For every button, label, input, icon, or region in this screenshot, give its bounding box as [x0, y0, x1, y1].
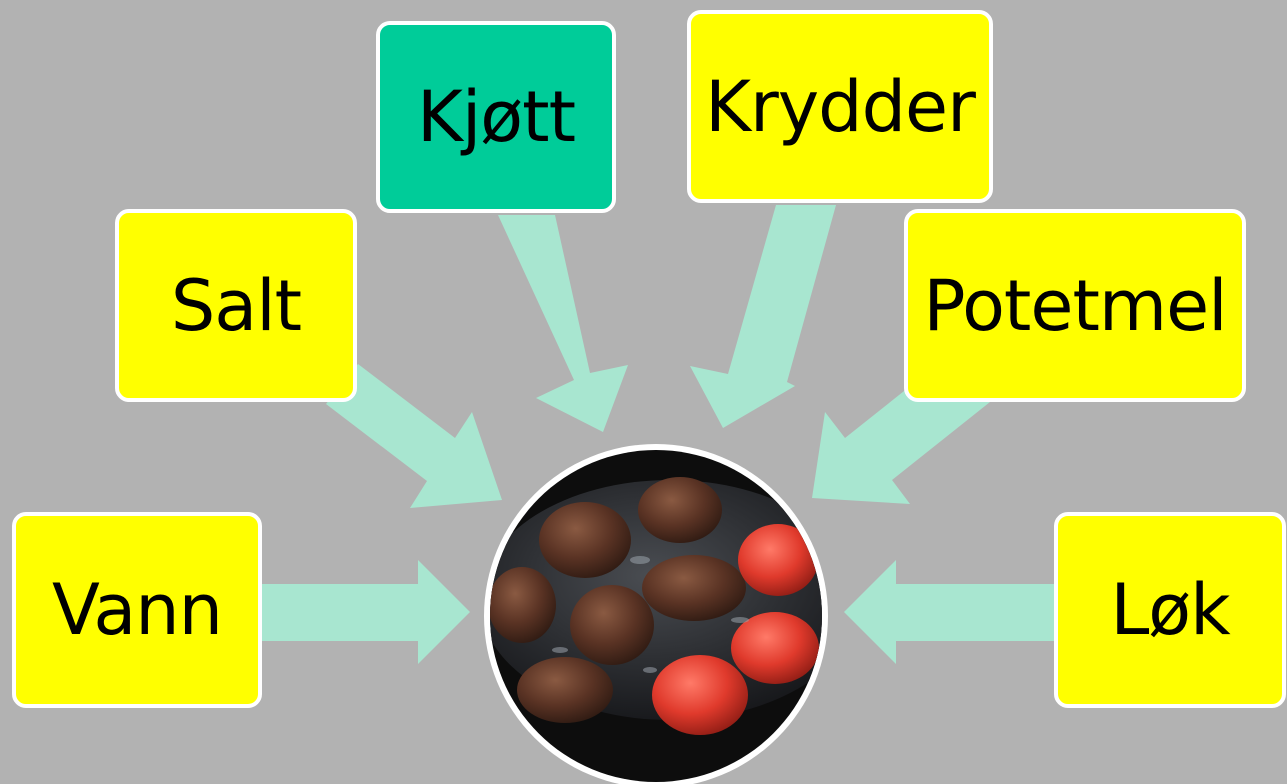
ingredient-box-salt: Salt: [115, 209, 357, 402]
arrow-lok: [844, 560, 1054, 664]
ingredient-label-vann: Vann: [51, 569, 223, 651]
ingredient-label-salt: Salt: [170, 264, 302, 347]
meatball: [490, 567, 556, 643]
ingredient-label-kjott: Kjøtt: [416, 76, 576, 158]
ingredient-label-lok: Løk: [1110, 569, 1230, 651]
meatball: [638, 477, 722, 543]
meatball: [570, 585, 654, 665]
arrow-salt: [326, 364, 502, 508]
meatball: [738, 524, 818, 596]
ingredient-label-krydder: Krydder: [705, 65, 976, 148]
arrow-krydder: [690, 205, 836, 428]
meatball: [652, 655, 748, 735]
meatball: [642, 555, 746, 621]
ingredient-label-potetmel: Potetmel: [923, 264, 1227, 347]
ingredient-box-lok: Løk: [1054, 512, 1286, 708]
arrow-vann: [262, 560, 470, 664]
ingredient-box-krydder: Krydder: [687, 10, 993, 203]
meatball: [731, 612, 819, 684]
ingredient-box-vann: Vann: [12, 512, 262, 708]
ingredient-box-kjott: Kjøtt: [376, 21, 616, 213]
arrow-kjott: [498, 215, 628, 432]
meatball: [517, 657, 613, 723]
meatball: [539, 502, 631, 578]
ingredient-box-potetmel: Potetmel: [904, 209, 1246, 402]
